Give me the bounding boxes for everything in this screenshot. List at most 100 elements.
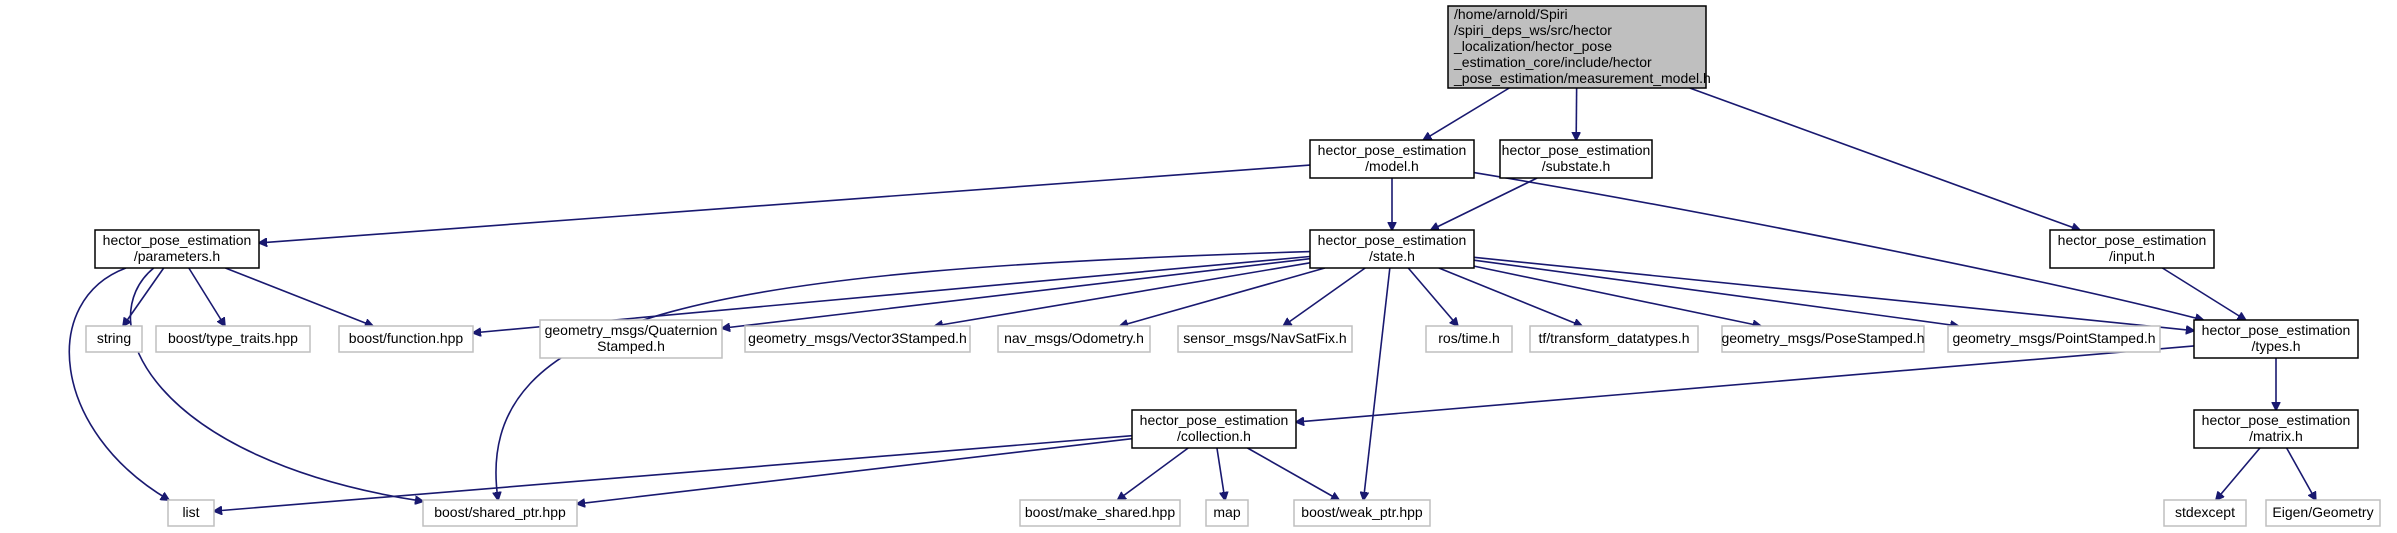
file-node-box xyxy=(1309,139,1475,179)
file-node-list: list xyxy=(167,499,215,527)
edge-state-to-weak_ptr xyxy=(1363,267,1391,500)
file-node-box xyxy=(167,499,215,527)
edge-parameters-to-shared_ptr xyxy=(129,267,423,501)
file-node-label: /home/arnold/Spiri xyxy=(1454,6,1568,22)
file-node-model[interactable]: hector_pose_estimation/model.h xyxy=(1309,139,1475,179)
file-node-box xyxy=(2193,409,2359,449)
file-node-substate[interactable]: hector_pose_estimation/substate.h xyxy=(1499,139,1653,179)
file-node-label: nav_msgs/Odometry.h xyxy=(1004,330,1144,346)
file-node-label: hector_pose_estimation xyxy=(2058,232,2207,248)
edge-state-to-tf xyxy=(1438,267,1582,326)
edge-state-to-quaternion xyxy=(722,257,1311,329)
edge-input-to-types xyxy=(2161,267,2245,320)
file-node-label: hector_pose_estimation xyxy=(103,232,252,248)
file-node-tf: tf/transform_datatypes.h xyxy=(1529,325,1699,353)
file-node-shared_ptr: boost/shared_ptr.hpp xyxy=(422,499,578,527)
file-node-box xyxy=(1177,325,1353,353)
file-node-label: hector_pose_estimation xyxy=(1140,412,1289,428)
file-node-box xyxy=(997,325,1151,353)
file-node-label: boost/make_shared.hpp xyxy=(1025,504,1175,520)
edge-measurement_model-to-input xyxy=(1689,87,2080,230)
edge-state-to-navsatfix xyxy=(1283,267,1366,326)
file-node-navsatfix: sensor_msgs/NavSatFix.h xyxy=(1177,325,1353,353)
file-node-label: geometry_msgs/PoseStamped.h xyxy=(1721,330,1924,346)
edge-matrix-to-eigen xyxy=(2285,447,2316,500)
file-node-label: hector_pose_estimation xyxy=(2202,412,2351,428)
edge-state-to-types xyxy=(1473,256,2194,330)
file-node-label: _pose_estimation/measurement_model.h xyxy=(1453,70,1711,86)
file-node-label: boost/weak_ptr.hpp xyxy=(1301,504,1423,520)
edge-collection-to-make_shared xyxy=(1118,447,1189,500)
file-node-odometry: nav_msgs/Odometry.h xyxy=(997,325,1151,353)
file-node-posestamped: geometry_msgs/PoseStamped.h xyxy=(1721,325,1925,353)
file-node-map: map xyxy=(1205,499,1249,527)
file-node-make_shared: boost/make_shared.hpp xyxy=(1019,499,1181,527)
file-node-label: /spiri_deps_ws/src/hector xyxy=(1454,22,1612,38)
file-node-state[interactable]: hector_pose_estimation/state.h xyxy=(1309,229,1475,269)
file-node-box xyxy=(422,499,578,527)
file-node-label: sensor_msgs/NavSatFix.h xyxy=(1183,330,1346,346)
file-node-box xyxy=(1721,325,1925,353)
file-node-label: tf/transform_datatypes.h xyxy=(1539,330,1690,346)
file-node-box xyxy=(539,319,723,359)
file-node-label: string xyxy=(97,330,131,346)
edge-state-to-pointstamped xyxy=(1473,259,1958,326)
file-node-input[interactable]: hector_pose_estimation/input.h xyxy=(2049,229,2215,269)
file-node-label: /input.h xyxy=(2109,248,2155,264)
file-nodes: /home/arnold/Spiri/spiri_deps_ws/src/hec… xyxy=(85,5,2381,527)
edge-collection-to-list xyxy=(214,434,1133,511)
file-node-label: /parameters.h xyxy=(134,248,220,264)
edge-parameters-to-string xyxy=(123,267,165,326)
file-node-box xyxy=(1947,325,2161,353)
file-node-box xyxy=(1019,499,1181,527)
file-node-label: boost/shared_ptr.hpp xyxy=(434,504,566,520)
edge-parameters-to-list xyxy=(68,267,169,500)
file-node-box xyxy=(1131,409,1297,449)
file-node-collection[interactable]: hector_pose_estimation/collection.h xyxy=(1131,409,1297,449)
file-node-label: boost/type_traits.hpp xyxy=(168,330,298,346)
file-node-label: geometry_msgs/Quaternion xyxy=(545,322,718,338)
file-node-label: geometry_msgs/PointStamped.h xyxy=(1952,330,2155,346)
file-node-weak_ptr: boost/weak_ptr.hpp xyxy=(1293,499,1431,527)
edge-matrix-to-stdexcept xyxy=(2216,447,2261,500)
edge-state-to-posestamped xyxy=(1473,265,1761,326)
file-node-type_traits: boost/type_traits.hpp xyxy=(155,325,311,353)
file-node-box xyxy=(1529,325,1699,353)
edge-parameters-to-type_traits xyxy=(188,267,225,326)
file-node-label: Stamped.h xyxy=(597,338,665,354)
file-node-box xyxy=(85,325,143,353)
file-node-label: /substate.h xyxy=(1542,158,1611,174)
file-node-label: stdexcept xyxy=(2175,504,2235,520)
file-node-label: /types.h xyxy=(2251,338,2300,354)
file-node-types[interactable]: hector_pose_estimation/types.h xyxy=(2193,319,2359,359)
file-node-function: boost/function.hpp xyxy=(338,325,474,353)
file-node-box xyxy=(744,325,971,353)
file-node-label: hector_pose_estimation xyxy=(1318,232,1467,248)
edge-model-to-parameters xyxy=(259,164,1311,243)
file-node-pointstamped: geometry_msgs/PointStamped.h xyxy=(1947,325,2161,353)
file-node-label: hector_pose_estimation xyxy=(2202,322,2351,338)
edge-state-to-vector3 xyxy=(935,262,1311,326)
file-node-label: _estimation_core/include/hector xyxy=(1453,54,1652,70)
file-node-parameters[interactable]: hector_pose_estimation/parameters.h xyxy=(94,229,260,269)
edge-measurement_model-to-model xyxy=(1423,87,1510,140)
edge-model-to-types xyxy=(1473,171,2203,320)
file-node-matrix[interactable]: hector_pose_estimation/matrix.h xyxy=(2193,409,2359,449)
file-node-label: Eigen/Geometry xyxy=(2272,504,2373,520)
file-node-measurement_model[interactable]: /home/arnold/Spiri/spiri_deps_ws/src/hec… xyxy=(1447,5,1711,89)
file-node-eigen: Eigen/Geometry xyxy=(2265,499,2381,527)
file-node-box xyxy=(1293,499,1431,527)
edge-state-to-odometry xyxy=(1120,267,1326,326)
file-node-label: list xyxy=(182,504,199,520)
file-node-box xyxy=(1425,325,1513,353)
file-node-box xyxy=(2265,499,2381,527)
file-node-label: boost/function.hpp xyxy=(349,330,464,346)
edge-collection-to-weak_ptr xyxy=(1247,447,1339,500)
file-node-box xyxy=(94,229,260,269)
edge-substate-to-state xyxy=(1431,177,1538,230)
file-node-label: ros/time.h xyxy=(1438,330,1499,346)
file-node-box xyxy=(2193,319,2359,359)
file-node-label: hector_pose_estimation xyxy=(1502,142,1651,158)
